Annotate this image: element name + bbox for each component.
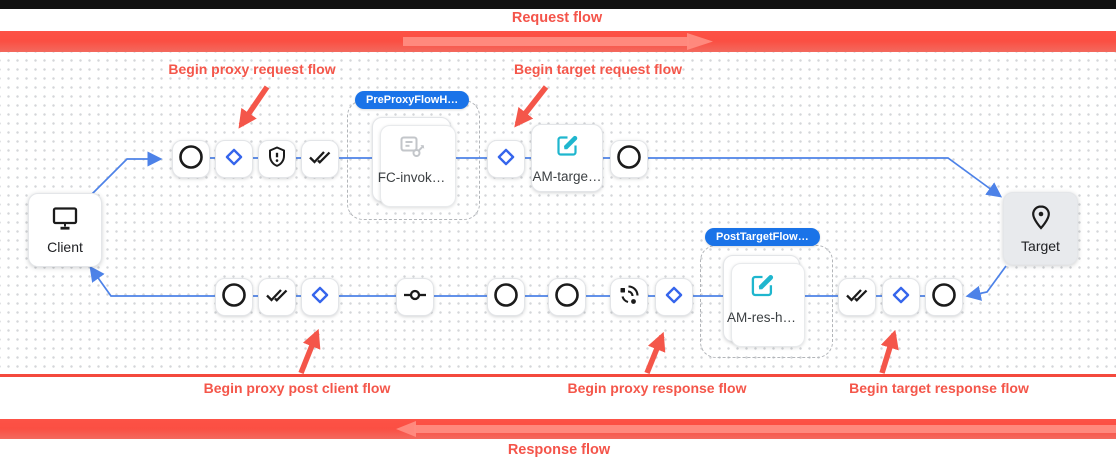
step-security-policy[interactable] [258,140,296,178]
circle-icon [221,282,247,313]
diamond-icon [308,283,332,312]
double-check-icon [844,282,870,313]
diamond-icon [222,145,246,174]
double-check-icon [264,282,290,313]
request-flow-banner-label: Request flow [511,10,603,26]
top-window-strip [0,0,1116,9]
flow-callout-card[interactable]: FC-invok… [372,117,456,207]
target-label: Target [1021,237,1060,254]
step-post-client-policy[interactable] [258,278,296,316]
client-node[interactable]: Client [28,193,102,267]
annotation-begin-proxy-response: Begin proxy response flow [567,380,747,396]
step-target-response-flow-start[interactable] [882,278,920,316]
monitor-icon [50,206,80,235]
step-proxy-request-flow-start[interactable] [215,140,253,178]
diamond-icon [889,283,913,312]
flow-canvas[interactable] [0,52,1116,374]
step-connector[interactable] [396,278,434,316]
response-flow-banner-bar [0,419,1116,439]
client-label: Client [47,238,83,255]
response-flow-banner-label: Response flow [507,442,611,458]
step-target-request-flow-start[interactable] [487,140,525,178]
step-circle-b[interactable] [548,278,586,316]
circle-icon [931,282,957,313]
step-proxy-response-flow-start[interactable] [655,278,693,316]
edit-icon [748,272,776,303]
pre-proxy-flowhook-badge[interactable]: PreProxyFlowH… [355,91,470,109]
diamond-icon [662,283,686,312]
annotation-begin-target-request: Begin target request flow [513,61,683,77]
step-response-end[interactable] [215,278,253,316]
assign-message-target-label: AM-targe… [532,168,602,184]
step-circle-a[interactable] [487,278,525,316]
canvas-bottom-rule [0,374,1116,377]
step-request-start[interactable] [172,140,210,178]
circle-icon [616,144,642,175]
commit-icon [402,282,428,313]
target-node[interactable]: Target [1003,192,1078,265]
step-request-end[interactable] [610,140,648,178]
flow-callout-card-label: FC-invok… [377,170,446,185]
step-target-response-policy[interactable] [838,278,876,316]
circle-icon [554,282,580,313]
signal-icon [616,282,642,313]
request-flow-banner-bar [0,31,1116,52]
assign-message-response-card[interactable]: AM-res-h… [723,255,805,347]
place-pin-icon [1029,204,1053,234]
annotation-begin-proxy-post-client: Begin proxy post client flow [203,380,391,396]
step-response-start[interactable] [925,278,963,316]
shield-icon [265,145,289,174]
flow-callout-icon [398,134,426,163]
circle-icon [178,144,204,175]
diamond-icon [494,145,518,174]
annotation-begin-target-response: Begin target response flow [849,380,1029,396]
double-check-icon [307,144,333,175]
right-arrow-icon [403,33,713,50]
assign-message-target-card[interactable]: AM-targe… [531,124,603,192]
circle-icon [493,282,519,313]
edit-icon [554,133,580,162]
assign-message-response-label: AM-res-h… [726,310,796,325]
step-proxy-post-client-flow-start[interactable] [301,278,339,316]
left-arrow-icon [396,421,1116,437]
step-messaging-policy[interactable] [610,278,648,316]
step-verify-policy[interactable] [301,140,339,178]
annotation-begin-proxy-request: Begin proxy request flow [168,61,336,77]
post-target-flowhook-badge[interactable]: PostTargetFlow… [705,228,820,246]
